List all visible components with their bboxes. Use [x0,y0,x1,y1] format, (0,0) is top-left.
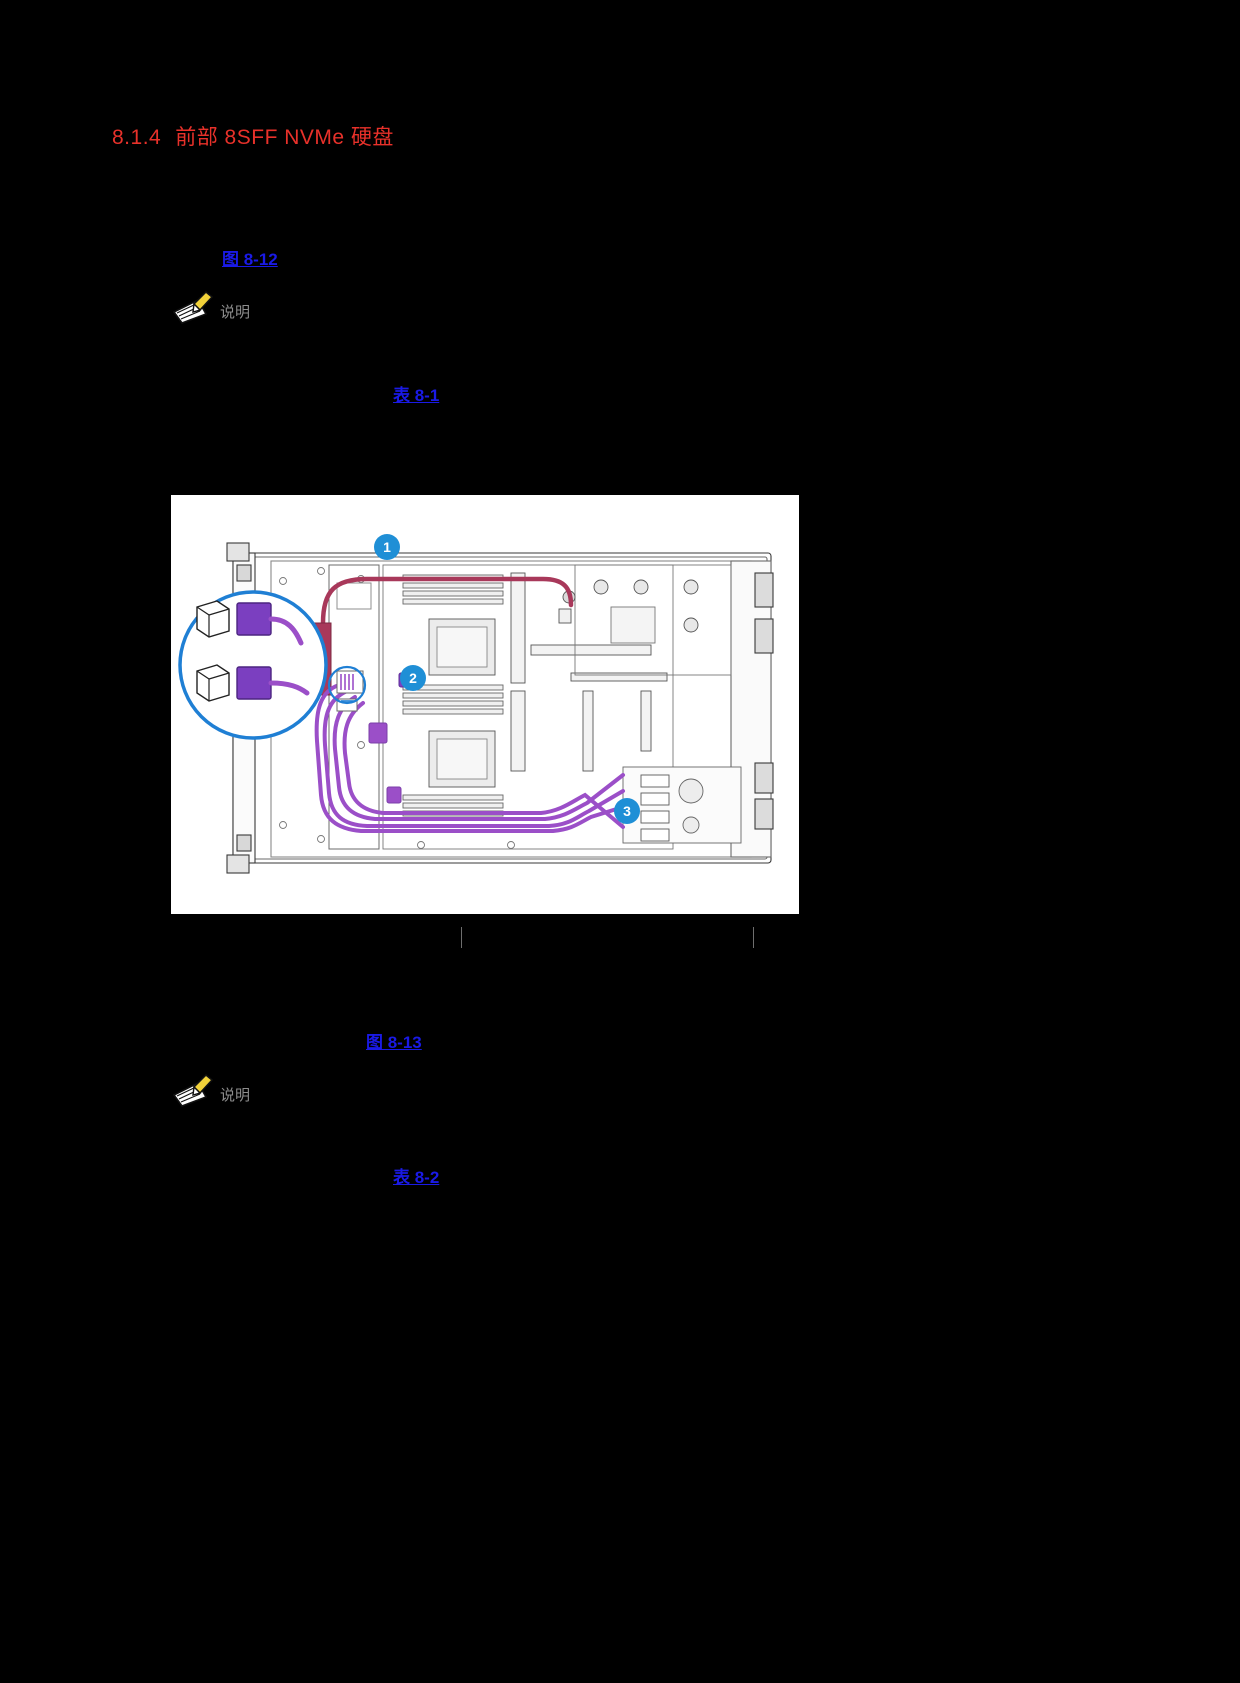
xref-figure-8-13[interactable]: 图 8-13 [366,1033,422,1052]
note-block: 说明 [172,1073,250,1107]
svg-text:3: 3 [623,803,631,819]
table-column-rule [753,927,754,948]
xref-figure-8-12[interactable]: 图 8-12 [222,250,278,269]
callout-3: 3 [614,798,640,824]
note-label: 说明 [220,1087,251,1104]
table-column-rule [461,927,462,948]
svg-text:2: 2 [409,670,417,686]
callout-2: 2 [400,665,426,691]
svg-text:1: 1 [383,539,391,555]
section-number: 8.1.4 [112,126,162,149]
note-pencil-icon [172,1073,214,1107]
section-title-text: 前部 8SFF NVMe 硬盘 [175,126,394,149]
xref-table-8-2[interactable]: 表 8-2 [393,1168,440,1187]
note-pencil-icon [172,290,214,324]
note-label: 说明 [220,304,251,321]
xref-table-8-1[interactable]: 表 8-1 [393,386,440,405]
page-title: 8.1.4 前部 8SFF NVMe 硬盘 [112,121,394,151]
note-block: 说明 [172,290,250,324]
callout-1: 1 [374,534,400,560]
figure-panel: 1 2 3 [171,495,799,914]
